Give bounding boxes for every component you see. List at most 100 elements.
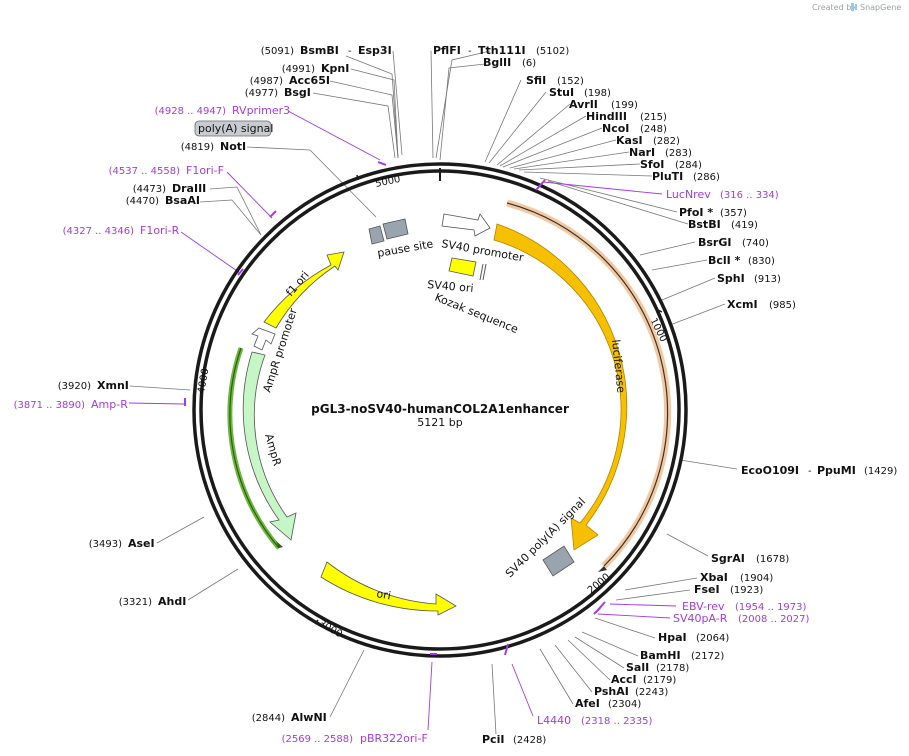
enzyme-label-hpai[interactable]: HpaI (2064) (658, 631, 729, 644)
leader-lines (129, 50, 738, 735)
sv40-ori-box (448, 257, 477, 277)
svg-text:F1ori-R: F1ori-R (140, 224, 180, 237)
enzyme-label-stui[interactable]: StuI (198) (549, 86, 611, 99)
primer-label-pbr322ori-f[interactable]: (2569 .. 2588) pBR322ori-F (282, 732, 428, 745)
svg-text:SfoI: SfoI (640, 158, 664, 171)
svg-text:BglII: BglII (483, 56, 511, 69)
enzyme-label-pflfi[interactable]: PflFI - Tth111I (5102) (433, 44, 569, 57)
ori-arrow (320, 561, 457, 616)
svg-text:KasI: KasI (616, 134, 643, 147)
svg-text:(740): (740) (742, 238, 769, 249)
svg-text:KpnI: KpnI (321, 62, 349, 75)
svg-text:(2172): (2172) (691, 651, 724, 662)
svg-text:(316 .. 334): (316 .. 334) (720, 190, 779, 201)
primer-label-amp-r[interactable]: (3871 .. 3890) Amp-R (14, 398, 129, 411)
enzyme-label-sfii[interactable]: SfiI (152) (526, 74, 584, 87)
svg-text:(1904): (1904) (740, 573, 773, 584)
svg-text:BsaAI: BsaAI (165, 194, 200, 207)
enzyme-label-asei[interactable]: (3493) AseI (89, 537, 155, 550)
svg-text:(357): (357) (720, 208, 747, 219)
enzyme-label-sali[interactable]: SalI (2178) (626, 661, 689, 674)
svg-text:(4473): (4473) (133, 184, 166, 195)
primer-label-f1ori-r[interactable]: (4327 .. 4346) F1ori-R (63, 224, 180, 237)
svg-text:(4537 .. 4558): (4537 .. 4558) (109, 166, 181, 177)
enzyme-label-bsaai[interactable]: (4470) BsaAI (126, 194, 200, 207)
enzyme-label-xcmi[interactable]: XcmI (985) (727, 298, 796, 311)
enzyme-label-pfoi[interactable]: PfoI * (357) (679, 206, 747, 219)
enzyme-label-xbai[interactable]: XbaI (1904) (700, 571, 773, 584)
enzyme-label-bsmbi[interactable]: (5091) BsmBI - Esp3I (261, 44, 392, 57)
primer-label-f1ori-f[interactable]: (4537 .. 4558) F1ori-F (109, 164, 224, 177)
enzyme-label-hindiii[interactable]: HindIII (215) (586, 110, 667, 123)
enzyme-label-fsei[interactable]: FseI (1923) (694, 583, 763, 596)
enzyme-label-sphi[interactable]: SphI (913) (717, 272, 781, 285)
pause-site-label: pause site (376, 237, 434, 260)
primer-labels: (4928 .. 4947) RVprimer3 (4537 .. 4558) … (14, 104, 810, 745)
enzyme-labels-left: (5091) BsmBI - Esp3I (4991) KpnI (4987) … (58, 44, 392, 724)
svg-text:NarI: NarI (629, 146, 655, 159)
primer-label-ebv-rev[interactable]: EBV-rev (1954 .. 1973) (682, 600, 807, 613)
enzyme-label-pluti[interactable]: PluTI (286) (652, 170, 720, 183)
svg-text:(4987): (4987) (250, 76, 283, 87)
primer-marks (184, 161, 606, 656)
svg-text:-: - (808, 466, 812, 477)
f1-ori-arrow (263, 251, 345, 329)
enzyme-label-xmni[interactable]: (3920) XmnI (58, 379, 129, 392)
polya-signal-label: poly(A) signal (198, 122, 273, 135)
svg-text:HpaI: HpaI (658, 631, 687, 644)
svg-text:StuI: StuI (549, 86, 574, 99)
enzyme-label-afei[interactable]: AfeI (2304) (575, 697, 641, 710)
enzyme-label-bstbi[interactable]: BstBI (419) (688, 218, 758, 231)
svg-text:-: - (468, 46, 472, 57)
enzyme-labels-right: PflFI - Tth111I (5102) BglII (6) SfiI (1… (433, 44, 897, 746)
enzyme-label-sfoi[interactable]: SfoI (284) (640, 158, 702, 171)
svg-text:PfoI *: PfoI * (679, 206, 713, 219)
svg-text:(913): (913) (754, 274, 781, 285)
svg-text:F1ori-F: F1ori-F (186, 164, 224, 177)
enzyme-label-pcii[interactable]: PciI (2428) (482, 733, 546, 746)
enzyme-label-kpni[interactable]: (4991) KpnI (282, 62, 350, 75)
svg-text:pBR322ori-F: pBR322ori-F (360, 732, 428, 745)
enzyme-label-bamhi[interactable]: BamHI (2172) (640, 649, 724, 662)
svg-text:PshAI: PshAI (594, 685, 629, 698)
svg-text:(4819): (4819) (181, 142, 214, 153)
svg-text:SfiI: SfiI (526, 74, 546, 87)
enzyme-label-alwni[interactable]: (2844) AlwNI (252, 711, 327, 724)
svg-text:AlwNI: AlwNI (291, 711, 327, 724)
svg-text:(2064): (2064) (696, 633, 729, 644)
svg-text:EBV-rev: EBV-rev (682, 600, 725, 613)
enzyme-label-bsgi[interactable]: (4977) BsgI (245, 86, 311, 99)
enzyme-label-draiii[interactable]: (4473) DraIII (133, 182, 207, 195)
enzyme-label-kasi[interactable]: KasI (282) (616, 134, 680, 147)
svg-text:(283): (283) (665, 148, 692, 159)
enzyme-label-ncoi[interactable]: NcoI (248) (602, 122, 667, 135)
svg-text:FseI: FseI (694, 583, 720, 596)
enzyme-label-sgrai[interactable]: SgrAI (1678) (711, 552, 789, 565)
enzyme-label-ecoo109i[interactable]: EcoO109I - PpuMI (1429) (741, 464, 897, 477)
enzyme-label-noti[interactable]: (4819) NotI (181, 140, 246, 153)
enzyme-label-bsrgi[interactable]: BsrGI (740) (698, 236, 769, 249)
primer-label-rvprimer3[interactable]: (4928 .. 4947) RVprimer3 (155, 104, 291, 117)
enzyme-label-ahdi[interactable]: (3321) AhdI (119, 595, 187, 608)
plasmid-backbone (192, 162, 688, 658)
plasmid-name: pGL3-noSV40-humanCOL2A1enhancer (311, 402, 569, 416)
enzyme-label-acci[interactable]: AccI (2179) (611, 673, 676, 686)
primer-label-l4440[interactable]: L4440 (2318 .. 2335) (537, 714, 653, 727)
enzyme-label-bglii[interactable]: BglII (6) (483, 56, 536, 69)
svg-text:(2179): (2179) (643, 675, 676, 686)
svg-text:(2428): (2428) (513, 735, 546, 746)
enzyme-label-avrii[interactable]: AvrII (199) (569, 98, 638, 111)
primer-label-sv40pa-r[interactable]: SV40pA-R (2008 .. 2027) (673, 612, 810, 625)
enzyme-label-pshai[interactable]: PshAI (2243) (594, 685, 668, 698)
svg-text:BsmBI: BsmBI (300, 44, 339, 57)
svg-text:(4327 .. 4346): (4327 .. 4346) (63, 226, 135, 237)
svg-text:(284): (284) (675, 160, 702, 171)
primer-label-lucnrev[interactable]: LucNrev (316 .. 334) (666, 188, 779, 201)
enzyme-label-bcli[interactable]: BclI * (830) (708, 254, 775, 267)
svg-text:XmnI: XmnI (97, 379, 129, 392)
enzyme-label-nari[interactable]: NarI (283) (629, 146, 692, 159)
enzyme-label-acc65i[interactable]: (4987) Acc65I (250, 74, 330, 87)
svg-text:(419): (419) (731, 220, 758, 231)
svg-text:L4440: L4440 (537, 714, 571, 727)
